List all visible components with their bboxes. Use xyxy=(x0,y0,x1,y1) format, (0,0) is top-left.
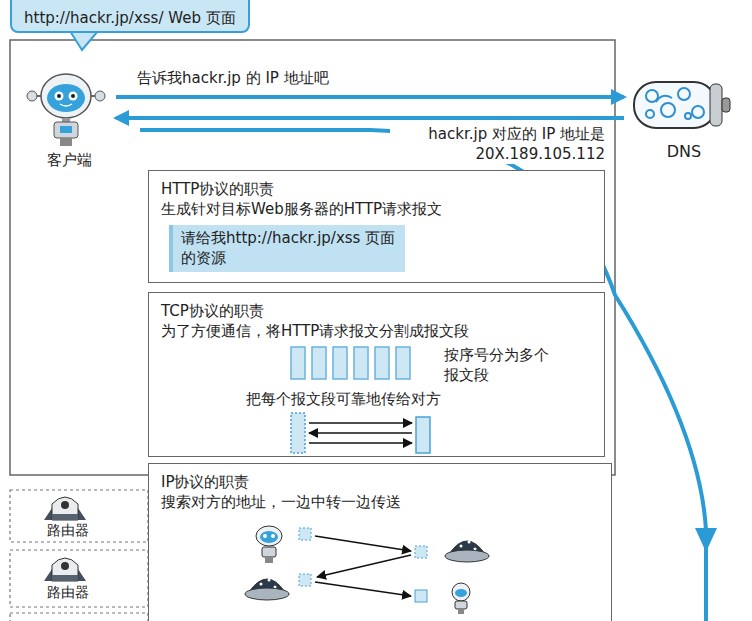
dns-node: DNS xyxy=(626,72,742,168)
router-node: 路由器 xyxy=(32,553,104,604)
router-bands xyxy=(10,490,148,621)
node-body-text: 把每个报文段可靠地传给对方 xyxy=(246,389,441,409)
protocol-box: IP协议的职责搜索对方的地址，一边中转一边传送 xyxy=(148,463,612,621)
segment-exchange xyxy=(291,413,430,453)
dns-server-icon xyxy=(626,72,736,140)
router-node: 路由器 xyxy=(32,492,104,542)
client-node: 客户端 xyxy=(24,66,114,178)
node-text: DNS xyxy=(626,142,742,162)
ufo-c xyxy=(245,579,289,601)
router-band xyxy=(10,613,148,621)
request-box: 请给我http://hackr.jp/xss 页面的资源 xyxy=(169,225,405,272)
edge-label: 告诉我hackr.jp 的 IP 地址吧 xyxy=(135,68,331,88)
flow-arrowhead xyxy=(695,528,717,552)
robot-figure xyxy=(27,74,105,146)
edge-label: hackr.jp 对应的 IP 地址是 20X.189.105.112 xyxy=(390,124,605,164)
node-body-text: 搜索对方的地址，一边中转一边传送 xyxy=(161,492,599,512)
node-body-text: 生成针对目标Web服务器的HTTP请求报文 xyxy=(161,199,592,219)
speech-bubble: http://hackr.jp/xss/ Web 页面 xyxy=(10,0,250,33)
node-text: http://hackr.jp/xss/ Web 页面 xyxy=(24,8,236,28)
node-text: TCP协议的职责 xyxy=(161,301,592,321)
node-text: 路由器 xyxy=(32,522,104,538)
node-body-text: 为了方便通信，将HTTP请求报文分割成报文段 xyxy=(161,321,592,341)
router-band xyxy=(10,490,148,542)
request-arrow xyxy=(116,116,624,120)
node-text: HTTP协议的职责 xyxy=(161,179,592,199)
robot-a xyxy=(256,526,282,563)
node-text: IP协议的职责 xyxy=(161,472,599,492)
router-rocket xyxy=(44,558,86,581)
ufo-b xyxy=(445,541,489,563)
node-body-text: 按序号分为多个报文段 xyxy=(444,345,554,385)
relay-arrows xyxy=(315,536,411,596)
router-icon xyxy=(32,553,98,583)
node-text: 路由器 xyxy=(32,584,104,600)
request-arrow xyxy=(116,95,624,99)
robot-d xyxy=(452,583,470,614)
router-icon xyxy=(32,492,98,522)
packets xyxy=(299,528,427,602)
protocol-box: TCP协议的职责为了方便通信，将HTTP请求报文分割成报文段按序号分为多个报文段… xyxy=(148,292,605,457)
segments xyxy=(291,347,410,379)
router-rocket xyxy=(44,497,86,520)
bubble-tail xyxy=(70,31,98,50)
node-text: 请给我http://hackr.jp/xss 页面的资源 xyxy=(181,228,397,268)
node-text: 客户端 xyxy=(24,150,114,170)
client-robot xyxy=(24,66,108,150)
client-frame xyxy=(10,40,615,475)
protocol-box: HTTP协议的职责生成针对目标Web服务器的HTTP请求报文请给我http://… xyxy=(148,170,605,283)
router-band xyxy=(10,550,148,607)
dns-cylinder xyxy=(634,82,730,128)
